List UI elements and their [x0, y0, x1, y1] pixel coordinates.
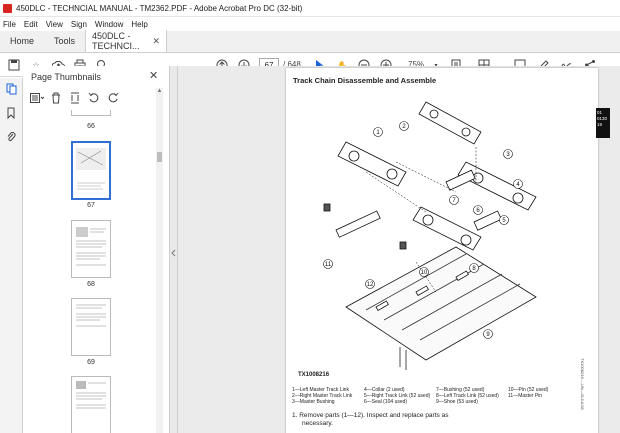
page-thumbnails-icon[interactable] — [4, 82, 18, 96]
legend-item: 10—Pin (52 used) — [508, 387, 549, 393]
callout-1: 1 — [376, 130, 380, 136]
legend-item: 6—Seal (104 used) — [364, 398, 408, 405]
page-thumbnail-70[interactable] — [71, 376, 111, 433]
callout-2: 2 — [402, 124, 406, 130]
acrobat-app-icon — [3, 3, 12, 13]
panel-toolbar — [29, 90, 124, 106]
procedure-step-1-continued: necessary. — [302, 420, 333, 427]
callout-11: 11 — [325, 262, 332, 268]
callout-9: 9 — [486, 332, 490, 338]
close-icon[interactable]: ✕ — [152, 35, 161, 46]
attachments-icon[interactable] — [4, 130, 18, 144]
thumbnail-label-69: 69 — [87, 359, 95, 366]
menu-edit[interactable]: Edit — [23, 19, 38, 29]
menu-help[interactable]: Help — [131, 19, 148, 29]
legend-item: 3—Master Bushing — [292, 398, 335, 405]
page-total: / 648 — [283, 60, 301, 69]
rotate-counterclockwise-icon[interactable] — [86, 90, 102, 106]
zoom-level-select[interactable]: 75% — [408, 60, 425, 69]
close-panel-icon[interactable]: ✕ — [149, 70, 159, 82]
panel-title: Page Thumbnails — [31, 72, 101, 82]
thumbnail-label-68: 68 — [87, 281, 95, 288]
hand-tool-icon[interactable]: ✋ — [337, 60, 347, 70]
thumbnail-label-67: 67 — [87, 202, 95, 209]
legend-item: 9—Shoe (53 used) — [436, 398, 478, 405]
section-heading: Track Chain Disassemble and Assemble — [293, 76, 437, 85]
insert-page-icon[interactable] — [67, 90, 83, 106]
menu-window[interactable]: Window — [94, 19, 124, 29]
bookmark-star-icon[interactable]: ☆ — [32, 60, 40, 70]
callout-8: 8 — [472, 266, 476, 272]
callout-10: 10 — [421, 270, 428, 276]
page-thumbnail-68[interactable] — [71, 220, 111, 278]
tab-document-label: 450DLC - TECHNCI... — [92, 31, 140, 51]
page-thumbnails-panel: Page Thumbnails ✕ 66 67 68 6 — [23, 66, 170, 433]
rotate-clockwise-icon[interactable] — [105, 90, 121, 106]
thumbnail-scrollbar[interactable]: ▲ — [156, 88, 163, 433]
callout-4: 4 — [516, 182, 520, 188]
callout-7: 7 — [452, 198, 456, 204]
bookmarks-icon[interactable] — [4, 106, 18, 120]
document-viewer[interactable]: Track Chain Disassemble and Assemble 01 … — [178, 66, 620, 433]
scrollbar-thumb[interactable] — [157, 152, 162, 162]
pdf-page: Track Chain Disassemble and Assemble 01 … — [286, 68, 610, 433]
callout-5: 5 — [502, 218, 506, 224]
figure-side-code: TX1008216 —UN—01JUL08 — [580, 358, 585, 410]
section-tab-marker: 01 0130 19 — [596, 108, 610, 138]
legend-item: 1—Left Master Track Link — [292, 387, 349, 393]
title-bar: 450DLC - TECHNCIAL MANUAL - TM2362.PDF -… — [0, 0, 620, 17]
callout-6: 6 — [476, 208, 480, 214]
window-title: 450DLC - TECHNCIAL MANUAL - TM2362.PDF -… — [16, 3, 303, 13]
track-chain-exploded-diagram: 1 2 3 4 5 6 7 8 9 10 11 12 — [323, 101, 537, 370]
thumbnail-list: 66 67 68 69 — [23, 110, 170, 433]
tab-document[interactable]: 450DLC - TECHNCI... ✕ — [85, 30, 168, 52]
menu-view[interactable]: View — [45, 19, 63, 29]
page-thumbnail-67[interactable] — [71, 141, 111, 200]
save-icon[interactable] — [6, 57, 22, 73]
menu-file[interactable]: File — [3, 19, 16, 29]
legend-item: 2—Right Master Track Link — [292, 392, 353, 399]
legend-item: 4—Collar (2 used) — [364, 387, 405, 393]
scroll-up-icon[interactable]: ▲ — [156, 88, 163, 94]
tab-tools[interactable]: Tools — [54, 36, 76, 46]
menu-bar: File Edit View Sign Window Help — [0, 17, 620, 31]
figure-id: TX1008216 — [298, 372, 330, 378]
tab-home[interactable]: Home — [10, 36, 35, 46]
thumbnail-label-66: 66 — [87, 123, 95, 130]
page-thumbnail-69[interactable] — [71, 298, 111, 356]
tab-bar: Home Tools 450DLC - TECHNCI... ✕ — [0, 30, 620, 53]
callout-12: 12 — [367, 282, 374, 288]
legend-item: 7—Bushing (52 used) — [436, 387, 485, 393]
legend-item: 8—Left Track Link (52 used) — [436, 392, 499, 399]
legend-item: 5—Right Track Link (52 used) — [364, 392, 431, 399]
left-navigation-rail — [0, 78, 23, 433]
chevron-down-icon[interactable]: ▾ — [428, 57, 444, 73]
legend-item: 11—Master Pin — [508, 392, 543, 399]
panel-splitter[interactable] — [170, 66, 178, 433]
thumbnail-options-icon[interactable] — [29, 90, 45, 106]
procedure-step-1: 1. Remove parts (1—12). Inspect and repl… — [292, 412, 449, 419]
page-thumbnail-66[interactable] — [71, 110, 111, 116]
menu-sign[interactable]: Sign — [70, 19, 87, 29]
callout-3: 3 — [506, 152, 510, 158]
delete-page-icon[interactable] — [48, 90, 64, 106]
select-cursor-icon[interactable] — [312, 57, 328, 73]
